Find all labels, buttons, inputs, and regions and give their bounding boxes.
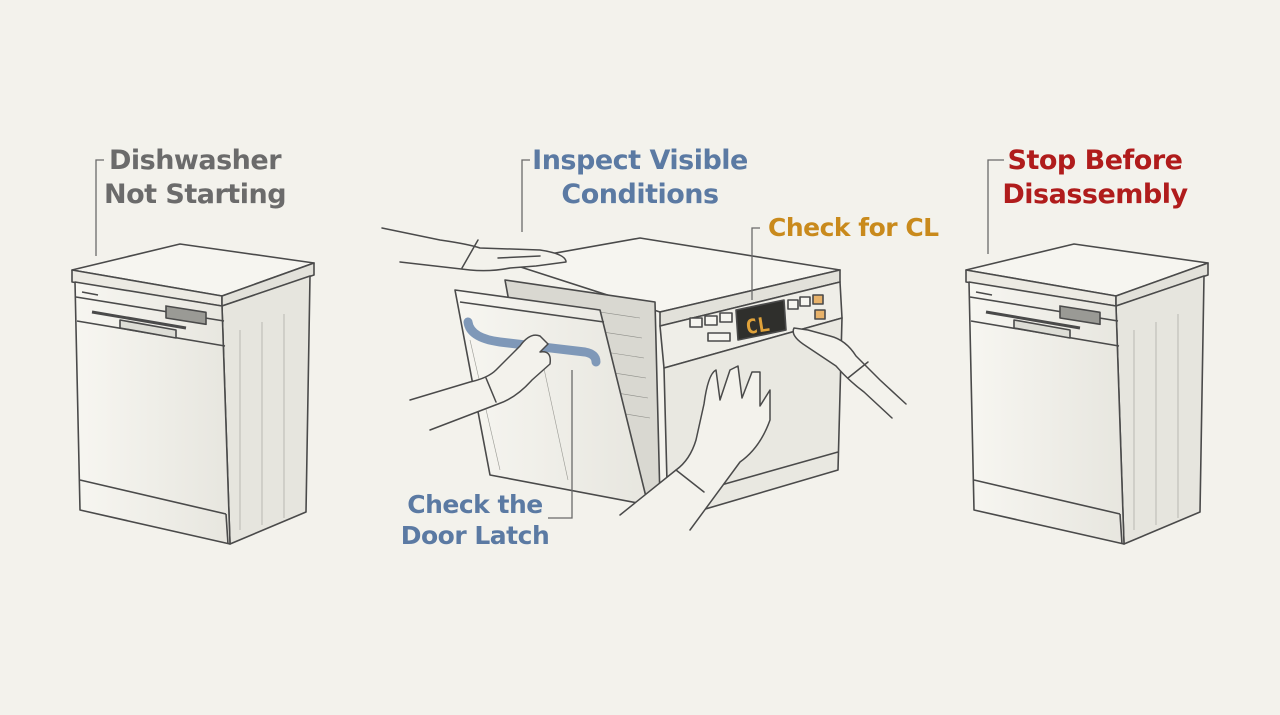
leader-inspect bbox=[521, 159, 530, 232]
leader-start bbox=[95, 159, 104, 256]
label-line: Check for CL bbox=[768, 213, 939, 242]
label-dishwasher-not-starting: Dishwasher Not Starting bbox=[95, 144, 295, 212]
label-line: Stop Before bbox=[1007, 145, 1183, 176]
display-code: CL bbox=[744, 312, 772, 339]
label-line: Check the bbox=[407, 490, 543, 519]
leader-door-latch bbox=[548, 370, 573, 519]
label-line: Disassembly bbox=[1002, 179, 1188, 210]
label-line: Door Latch bbox=[400, 521, 550, 550]
label-line: Not Starting bbox=[103, 179, 287, 210]
dishwasher-icon bbox=[71, 243, 315, 545]
label-line: Inspect Visible bbox=[532, 145, 748, 176]
label-check-door-latch: Check the Door Latch bbox=[395, 489, 555, 551]
label-line: Conditions bbox=[561, 179, 719, 210]
dishwasher-icon bbox=[965, 243, 1209, 545]
label-stop-before-disassembly: Stop Before Disassembly bbox=[990, 144, 1200, 212]
label-check-for-cl: Check for CL bbox=[768, 211, 939, 245]
leader-check-cl bbox=[751, 227, 760, 300]
leader-stop bbox=[987, 159, 1004, 254]
label-line: Dishwasher bbox=[108, 145, 282, 176]
hand-icon bbox=[381, 227, 907, 531]
label-inspect-visible-conditions: Inspect Visible Conditions bbox=[520, 144, 760, 212]
